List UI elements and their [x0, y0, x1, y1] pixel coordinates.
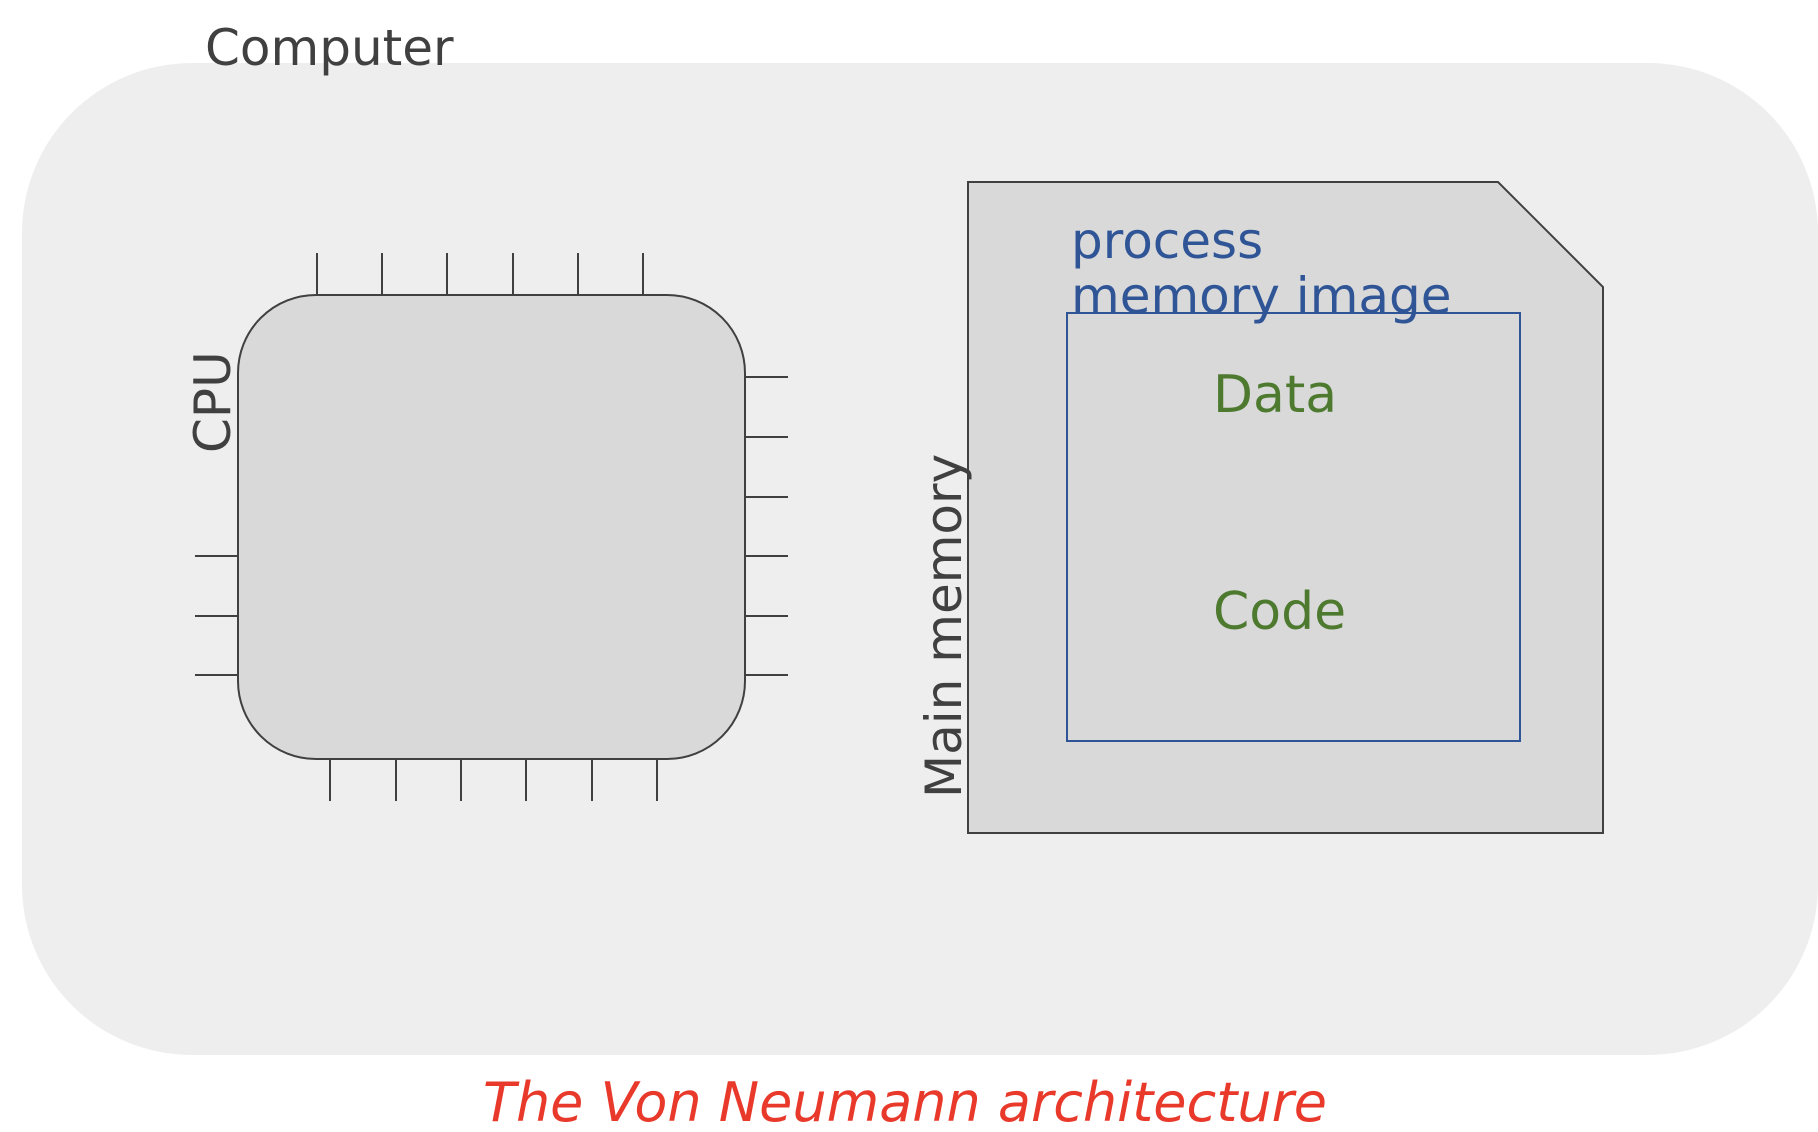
cpu-pins — [195, 253, 788, 801]
data-segment-label: Data — [1213, 365, 1337, 425]
code-segment-label: Code — [1213, 582, 1346, 642]
diagram-caption: The Von Neumann architecture — [483, 1071, 1327, 1132]
cpu-chip — [237, 294, 746, 760]
process-label-line2: memory image — [1071, 267, 1452, 325]
process-memory-image-box — [1066, 312, 1521, 742]
computer-label: Computer — [205, 19, 454, 77]
main-memory-label: Main memory — [915, 454, 973, 798]
cpu-label: CPU — [184, 351, 242, 453]
process-label-line1: process — [1071, 212, 1263, 270]
main-memory-box — [967, 181, 1604, 834]
